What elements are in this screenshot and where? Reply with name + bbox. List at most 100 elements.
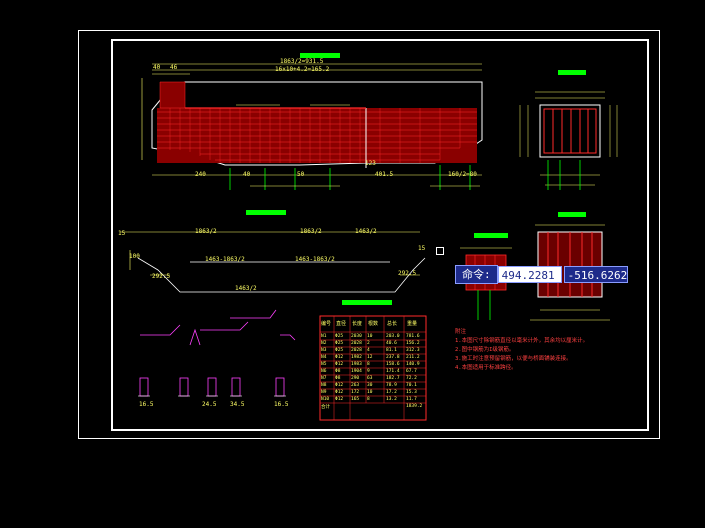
table-cell: 63 — [367, 376, 373, 381]
detail-dim-1: 16.5 — [139, 401, 154, 408]
dim-b6: 123 — [365, 160, 376, 167]
right-dim: 292.5 — [398, 270, 417, 277]
note-4: 4.本图适用于标准跨径。 — [455, 365, 517, 371]
table-cell: 30 — [367, 383, 373, 388]
table-cell: 1983 — [351, 362, 362, 367]
table-cell: Φ8 — [335, 376, 341, 381]
left-dim-2: 100 — [129, 253, 140, 260]
coordinate-y-input[interactable]: -516.6262 — [563, 266, 628, 283]
bar-bend-diagram — [120, 210, 426, 293]
table-head-6: 重量 — [407, 321, 418, 327]
table-cell: Φ25 — [335, 341, 344, 346]
table-cell: 10 — [367, 390, 373, 395]
table-cell: 172 — [351, 390, 360, 395]
bottom-label-4: 1463/2 — [235, 285, 257, 292]
table-cell: N5 — [321, 362, 327, 367]
coordinate-x-input[interactable]: 494.2281 — [497, 266, 562, 283]
detail-dim-2: 24.5 — [202, 401, 217, 408]
table-cell: Φ8 — [335, 369, 341, 374]
dim-left: 40 — [153, 64, 161, 71]
table-cell: 237.8 — [386, 355, 400, 360]
table-cell: 8 — [367, 397, 370, 402]
table-cell: 12 — [367, 355, 373, 360]
table-cell: 203.0 — [386, 334, 400, 339]
dynamic-input[interactable]: 命令: 494.2281 -516.6262 — [455, 265, 628, 284]
table-cell: 9 — [367, 369, 370, 374]
table-head-2: 直径 — [336, 321, 347, 327]
table-cell: 67.7 — [406, 369, 417, 374]
dim-46: 46 — [170, 64, 178, 71]
note-2: 2.图中钢筋为I级钢筋。 — [455, 347, 515, 353]
drawing-frame-outer — [78, 30, 660, 439]
table-cell: 156.2 — [406, 341, 420, 346]
table-cell: Φ25 — [335, 334, 344, 339]
table-head-3: 长度 — [352, 321, 363, 327]
table-cell: 8 — [367, 362, 370, 367]
notes-block: 附注 1.本图尺寸除钢筋直径以毫米计外，其余均以厘米计。 2.图中钢筋为I级钢筋… — [455, 328, 588, 373]
table-cell: N6 — [321, 369, 327, 374]
command-prompt-label: 命令: — [455, 265, 498, 284]
table-cell: 211.2 — [406, 355, 420, 360]
table-cell: 312.3 — [406, 348, 420, 353]
drawing-frame-inner — [111, 39, 649, 431]
bottom-label-5: 1463/2 — [355, 228, 377, 235]
table-cell: 290 — [351, 376, 360, 381]
table-cell: 11.7 — [406, 397, 417, 402]
table-cell: 1839.2 — [406, 404, 423, 409]
table-cell: 165 — [351, 397, 360, 402]
table-cell: Φ12 — [335, 355, 344, 360]
dim-b5: 160/2=80 — [448, 171, 477, 178]
table-head-5: 总长 — [387, 321, 398, 327]
table-cell: 17.2 — [386, 390, 397, 395]
table-cell: Φ12 — [335, 383, 344, 388]
dim-b3: 50 — [297, 171, 305, 178]
bottom-label-1: 1863/2 — [195, 228, 217, 235]
table-cell: N4 — [321, 355, 327, 360]
table-cell: 2028 — [351, 341, 362, 346]
table-cell: Φ12 — [335, 362, 344, 367]
dim-b2: 40 — [243, 171, 251, 178]
table-cell: 72.2 — [406, 376, 417, 381]
table-cell: 781.6 — [406, 334, 420, 339]
table-cell: Φ12 — [335, 397, 344, 402]
main-elevation — [141, 53, 483, 190]
left-dim: 15 — [118, 230, 126, 237]
table-cell: 15.3 — [406, 390, 417, 395]
table-head-4: 根数 — [368, 321, 379, 327]
table-cell: N7 — [321, 376, 327, 381]
table-cell: 13.2 — [386, 397, 397, 402]
material-table — [319, 300, 427, 421]
bottom-label-2: 1463-1863/2 — [205, 256, 245, 263]
table-cell: 10 — [367, 334, 373, 339]
table-cell: 1982 — [351, 355, 362, 360]
table-cell: 70.1 — [406, 383, 417, 388]
notes-title: 附注 — [455, 329, 467, 335]
right-dim-2: 15 — [418, 245, 426, 252]
table-cell: 4 — [367, 348, 370, 353]
table-cell: N3 — [321, 348, 327, 353]
table-cell: Φ25 — [335, 348, 344, 353]
table-cell: N2 — [321, 341, 327, 346]
table-head-1: 编号 — [321, 321, 332, 327]
table-cell: 182.7 — [386, 376, 400, 381]
table-cell: 2 — [367, 341, 370, 346]
table-cell: 2028 — [351, 348, 362, 353]
section-2-2 — [530, 212, 610, 321]
table-cell: 171.4 — [386, 369, 400, 374]
table-cell: N1 — [321, 334, 327, 339]
pickbox-cursor — [436, 247, 444, 255]
table-cell: 2030 — [351, 334, 362, 339]
dim-top-2: 16x10+4.2=165.2 — [275, 66, 330, 73]
bottom-label-3: 1463-1863/2 — [295, 256, 335, 263]
detail-dim-3: 34.5 — [230, 401, 245, 408]
dim-top-1: 1863/2=931.5 — [280, 58, 324, 65]
table-cell: 78.9 — [386, 383, 397, 388]
table-cell: 1904 — [351, 369, 362, 374]
dim-b4: 401.5 — [375, 171, 394, 178]
note-1: 1.本图尺寸除钢筋直径以毫米计外，其余均以厘米计。 — [455, 338, 589, 344]
table-cell: N10 — [321, 397, 330, 402]
dim-b1: 240 — [195, 171, 206, 178]
detail-dim-4: 16.5 — [274, 401, 289, 408]
note-3: 3.施工时注意预留钢筋，以便与桥面铺装连接。 — [455, 356, 572, 362]
